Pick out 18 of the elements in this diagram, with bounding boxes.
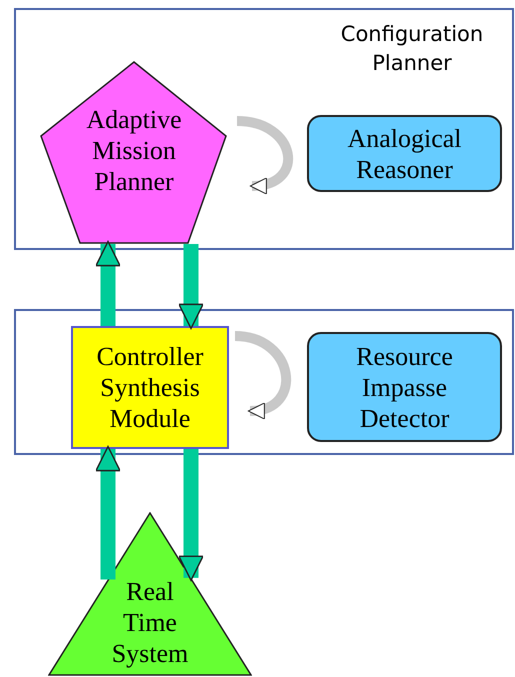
- node-label: Resource Impasse Detector: [355, 340, 454, 434]
- panel: [14, 8, 514, 250]
- curved-arrow: [236, 116, 293, 193]
- node-label: Real Time System: [110, 576, 190, 668]
- node-label: Adaptive Mission Planner: [85, 104, 183, 196]
- component-box: [307, 115, 502, 192]
- triangle-shape: [48, 512, 252, 676]
- block-arrow: [178, 244, 204, 330]
- curved-arrow: [234, 331, 291, 418]
- block-arrow: [178, 449, 204, 582]
- node-label: Analogical Reasoner: [346, 122, 463, 184]
- block-arrow: [95, 446, 121, 580]
- heading: Configuration Planner: [340, 21, 484, 77]
- node-label: Controller Synthesis Module: [96, 341, 204, 434]
- block-arrow: [95, 240, 121, 326]
- module-box: [71, 326, 229, 449]
- panel: [14, 309, 514, 455]
- component-box: [307, 332, 502, 442]
